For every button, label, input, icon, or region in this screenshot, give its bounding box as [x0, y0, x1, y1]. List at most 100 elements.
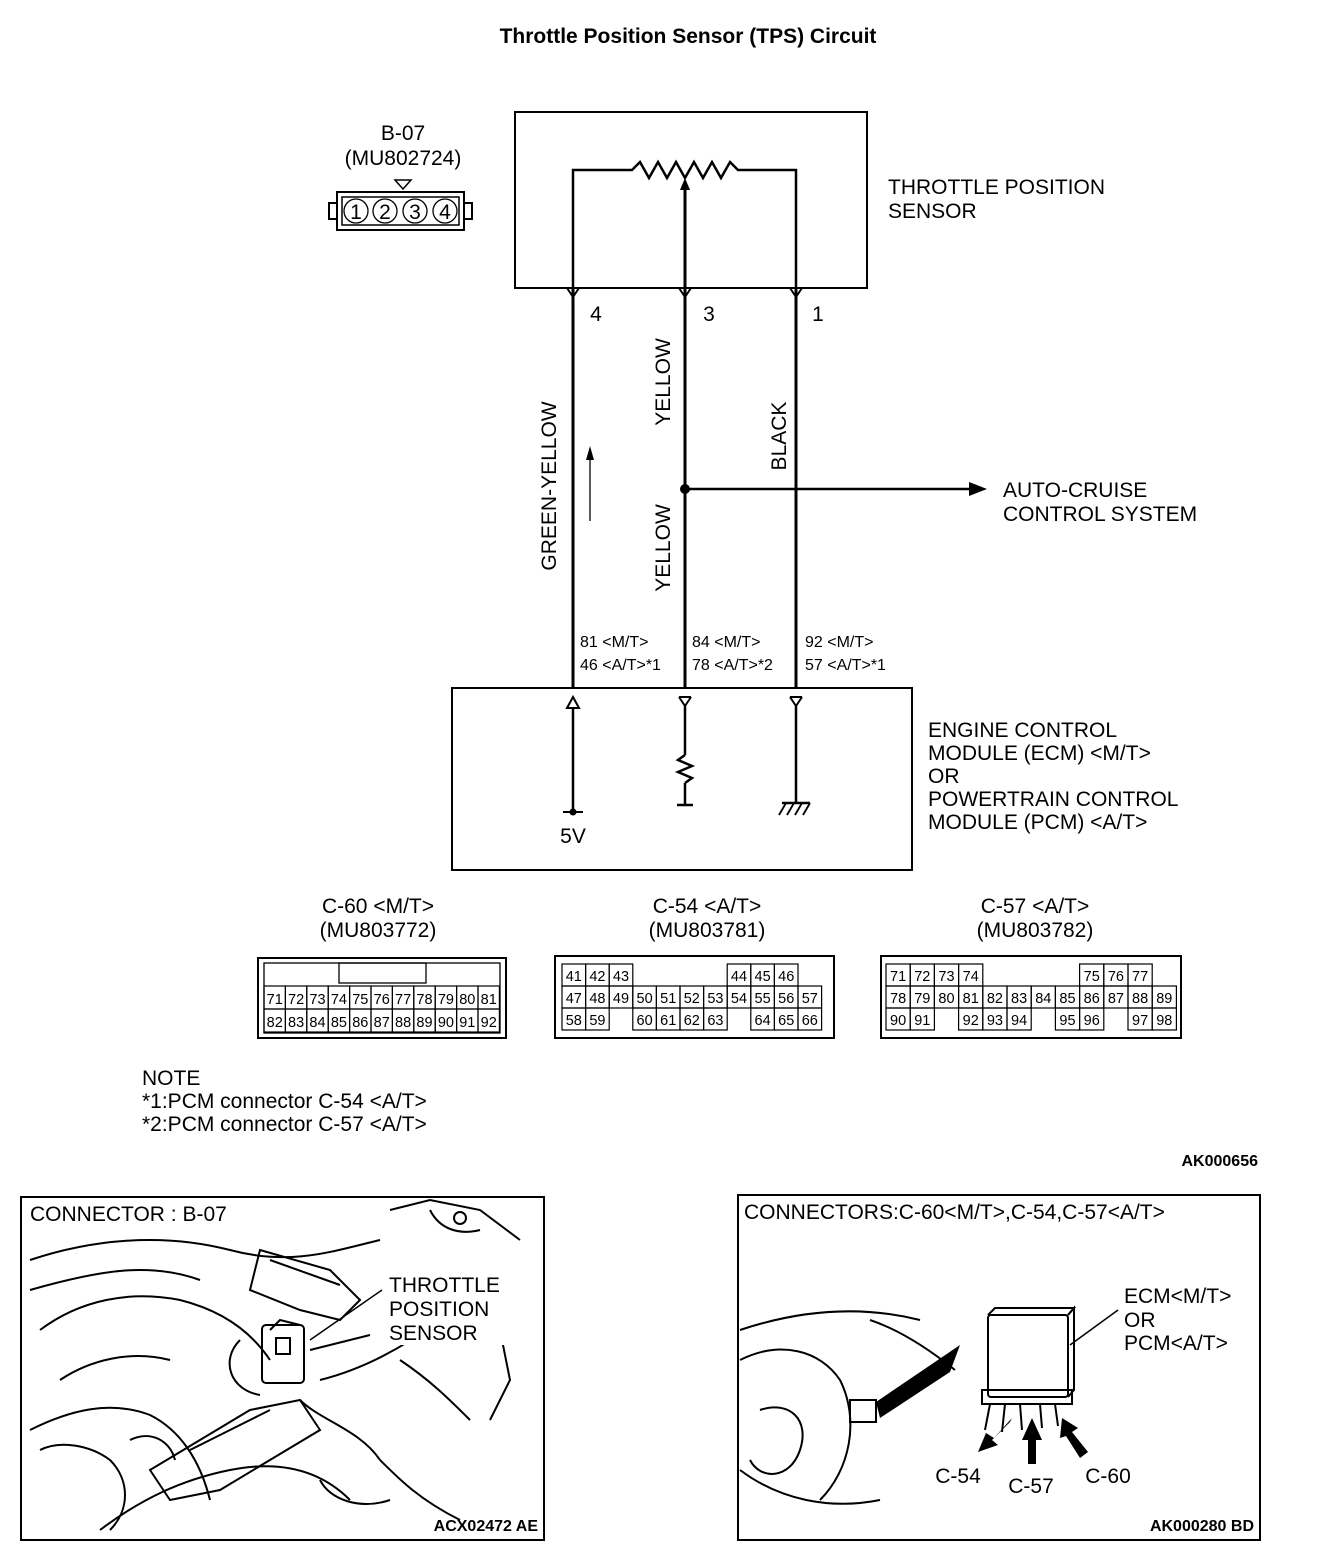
left-callout-line1: THROTTLE [389, 1274, 500, 1297]
left-callout-bg [385, 1270, 515, 1345]
connector-pin-label: 91 [914, 1013, 930, 1029]
connector-pin-label: 72 [914, 969, 930, 985]
connector-pin-label: 76 [1108, 969, 1124, 985]
connector-pin-label: 51 [660, 991, 676, 1007]
connector-pin-label: 64 [755, 1013, 771, 1029]
b07-pin-1: 1 [350, 201, 362, 224]
auto-cruise-arrow [969, 482, 987, 496]
connector-pin-label: 47 [566, 991, 582, 1007]
connector-pin-label: 62 [684, 1013, 700, 1029]
ecm-label-line4: POWERTRAIN CONTROL [928, 788, 1178, 811]
c57-title: C-57 <A/T> [981, 895, 1090, 918]
connector-pin-label: 82 [987, 991, 1003, 1007]
connector-pin-label: 66 [802, 1013, 818, 1029]
potentiometer-symbol [571, 159, 798, 490]
right-callout-line3: PCM<A/T> [1124, 1332, 1228, 1355]
connector-pin-label: 86 [352, 1015, 368, 1031]
ecm-box [451, 687, 913, 871]
ecm-location-illustration [737, 1194, 1261, 1541]
right-callout-line1: ECM<M/T> [1124, 1285, 1231, 1308]
connector-pin-label: 75 [352, 992, 368, 1008]
connector-pin-label: 84 [1035, 991, 1051, 1007]
connector-pin-cell [1078, 1007, 1105, 1031]
figure-code-top: AK000656 [1182, 1153, 1259, 1170]
connector-pin-label: 61 [660, 1013, 676, 1029]
connector-pin-label: 55 [755, 991, 771, 1007]
connector-pin-cell [1151, 1007, 1177, 1031]
connector-pin-label: 81 [963, 991, 979, 1007]
connector-pin-cell [477, 1008, 500, 1033]
note-line-2: *2:PCM connector C-57 <A/T> [142, 1113, 427, 1136]
connector-pin-label: 79 [438, 992, 454, 1008]
connector-pin-label: 78 [416, 992, 432, 1008]
diagram-title: Throttle Position Sensor (TPS) Circuit [500, 25, 877, 48]
connector-pin-label: 97 [1132, 1013, 1148, 1029]
connector-pin-label: 73 [309, 992, 325, 1008]
connector-pin-label: 79 [914, 991, 930, 1007]
right-panel-title: CONNECTORS:C-60<M/T>,C-54,C-57<A/T> [744, 1201, 1165, 1224]
connector-pin-label: 77 [1132, 969, 1148, 985]
supply-5v-label: 5V [560, 825, 586, 848]
connector-pin-label: 94 [1011, 1013, 1027, 1029]
connector-pin-label: 90 [438, 1015, 454, 1031]
connector-pin-label: 83 [1011, 991, 1027, 1007]
right-label-c57: C-57 [1008, 1475, 1054, 1498]
connector-pin-label: 46 [778, 969, 794, 985]
right-panel-code: AK000280 BD [1150, 1518, 1254, 1535]
connector-pin-label: 84 [309, 1015, 325, 1031]
left-panel-code: ACX02472 AE [434, 1518, 539, 1535]
pin-label-4: 4 [590, 303, 602, 326]
b07-pin-2: 2 [379, 201, 391, 224]
connector-pin-label: 56 [778, 991, 794, 1007]
ecm-label-line1: ENGINE CONTROL [928, 719, 1117, 742]
pin-label-1: 1 [812, 303, 824, 326]
connector-pin-label: 54 [731, 991, 747, 1007]
connector-pin-label: 72 [288, 992, 304, 1008]
note-line-1: *1:PCM connector C-54 <A/T> [142, 1090, 427, 1113]
connector-pin-label: 45 [755, 969, 771, 985]
connector-pin-label: 71 [267, 992, 283, 1008]
connector-pin-label: 63 [707, 1013, 723, 1029]
connector-pin-label: 42 [589, 969, 605, 985]
connector-pin-label: 86 [1084, 991, 1100, 1007]
connector-pin-cell [909, 1007, 936, 1031]
note-heading: NOTE [142, 1067, 200, 1090]
connector-pin-label: 74 [963, 969, 979, 985]
connector-pin-label: 78 [890, 991, 906, 1007]
connector-pin-label: 92 [481, 1015, 497, 1031]
engine-bay-illustration [20, 1196, 545, 1541]
connector-pin-label: 95 [1059, 1013, 1075, 1029]
connector-pin-label: 73 [938, 969, 954, 985]
left-callout-line2: POSITION [389, 1298, 489, 1321]
b07-pin-3: 3 [409, 201, 421, 224]
connector-pin-label: 49 [613, 991, 629, 1007]
terminal-right-at: 57 <A/T>*1 [805, 657, 886, 674]
c60-title: C-60 <M/T> [322, 895, 434, 918]
connector-pin-label: 43 [613, 969, 629, 985]
connector-pin-label: 76 [374, 992, 390, 1008]
connector-pin-label: 52 [684, 991, 700, 1007]
connector-pin-label: 77 [395, 992, 411, 1008]
tps-box [514, 111, 868, 289]
ecm-label-line5: MODULE (PCM) <A/T> [928, 811, 1147, 834]
connector-pin-label: 48 [589, 991, 605, 1007]
tps-label-line1: THROTTLE POSITION [888, 176, 1105, 199]
connector-pin-label: 80 [459, 992, 475, 1008]
c54-title: C-54 <A/T> [653, 895, 762, 918]
connector-pin-label: 83 [288, 1015, 304, 1031]
connector-pin-label: 92 [963, 1013, 979, 1029]
right-label-c60: C-60 [1085, 1465, 1131, 1488]
wire-label-yellow-upper: YELLOW [652, 338, 675, 426]
right-label-c54: C-54 [935, 1465, 981, 1488]
wire-label-yellow-lower: YELLOW [652, 504, 675, 592]
connector-pin-label: 65 [778, 1013, 794, 1029]
connector-pin-label: 75 [1084, 969, 1100, 985]
b07-pin-4: 4 [439, 201, 451, 224]
left-callout-line3: SENSOR [389, 1322, 478, 1345]
connector-pin-label: 58 [566, 1013, 582, 1029]
connector-pin-label: 44 [731, 969, 747, 985]
